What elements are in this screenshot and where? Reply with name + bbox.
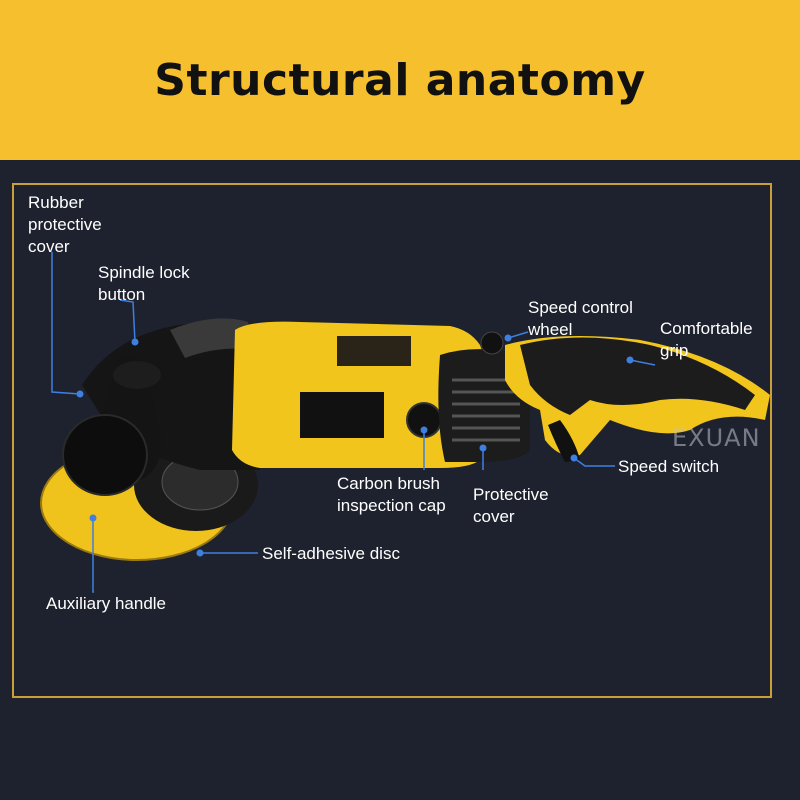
label-speed-control-wheel: Speed control wheel (528, 298, 633, 339)
label-protective-cover: Protective cover (473, 485, 549, 526)
page-title: Structural anatomy (154, 54, 646, 106)
label-spindle-lock-button: Spindle lock button (98, 263, 190, 304)
grip-rubber (520, 337, 755, 415)
watermark: EXUAN (672, 424, 761, 452)
label-rubber-protective-cover: Rubber protective cover (28, 193, 102, 256)
label-carbon-brush-inspection-cap: Carbon brush inspection cap (337, 474, 446, 515)
diagram-frame (12, 183, 772, 698)
trigger (548, 420, 580, 462)
speed-wheel (480, 331, 504, 355)
label-speed-switch: Speed switch (618, 457, 720, 476)
label-self-adhesive-disc: Self-adhesive disc (262, 544, 400, 563)
title-banner: Structural anatomy (0, 0, 800, 160)
label-auxiliary-handle: Auxiliary handle (46, 594, 167, 613)
label-comfortable-grip: Comfortable grip (660, 319, 753, 360)
